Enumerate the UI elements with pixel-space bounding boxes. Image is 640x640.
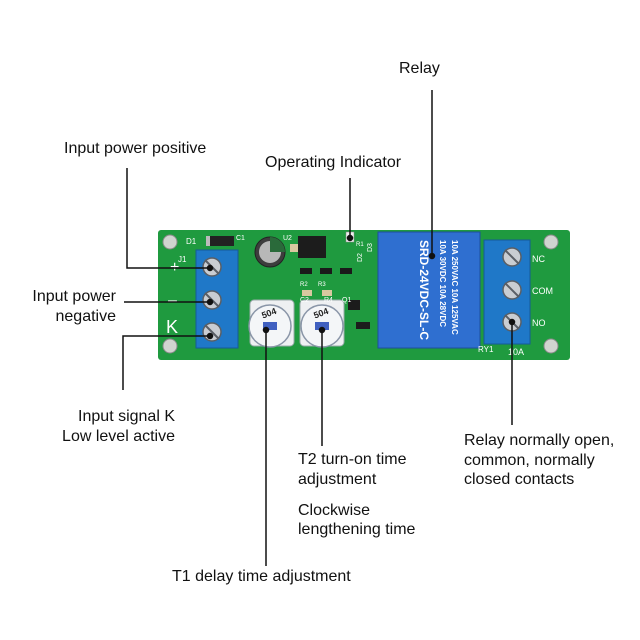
smd-part: [322, 290, 332, 296]
relay-model: SRD-24VDC-SL-C: [417, 240, 431, 340]
ic-u2: [298, 236, 326, 258]
silk-com: COM: [532, 286, 553, 296]
silk-10a: 10A: [508, 347, 524, 357]
mounting-hole: [543, 234, 559, 250]
transistor-q1: [348, 300, 360, 310]
leader-signal-dot: [206, 332, 214, 340]
label-input-signal-2: Low level active: [62, 428, 175, 445]
silk-d2: D2: [357, 253, 364, 262]
label-t2-2: adjustment: [298, 471, 377, 488]
silk-r2: R2: [300, 282, 308, 288]
diode-d2: [356, 322, 370, 329]
silk-d3: D3: [367, 243, 374, 252]
relay-body: [377, 231, 481, 349]
silk-k: K: [166, 317, 178, 337]
silk-d1: D1: [186, 237, 197, 246]
label-input-power-negative-2: negative: [55, 308, 117, 325]
silk-no: NO: [532, 318, 546, 328]
screw-slot: [504, 249, 520, 265]
label-operating-indicator: Operating Indicator: [265, 154, 402, 171]
leader-relay-dot: [428, 252, 436, 260]
diode-d1: [206, 236, 234, 246]
label-relay-contacts-2: common, normally: [464, 452, 595, 469]
diode-band: [206, 236, 210, 246]
silk-r3: R3: [318, 282, 326, 288]
leader-contacts-dot: [508, 318, 516, 326]
pot-right-slot: [315, 322, 329, 330]
label-clockwise-2: lengthening time: [298, 521, 416, 538]
leader-t1-dot: [262, 326, 270, 334]
silk-u2: U2: [283, 235, 292, 242]
label-relay-contacts-1: Relay normally open,: [464, 432, 615, 449]
smd-part: [290, 244, 304, 252]
silk-q1: Q1: [342, 297, 351, 304]
pot-right-value: 504: [312, 306, 330, 321]
smd-part: [302, 290, 312, 296]
silk-j1: J1: [178, 255, 187, 264]
mounting-hole: [543, 338, 559, 354]
label-input-power-positive: Input power positive: [64, 140, 207, 157]
silk-c1: C1: [236, 235, 245, 242]
capacitor-stripe: [270, 237, 285, 252]
leader-indicator-dot: [346, 234, 354, 242]
leader-signal: [122, 335, 210, 390]
relay-rating-2: 10A 30VDC 10A 28VDC: [438, 240, 447, 327]
label-clockwise-1: Clockwise: [298, 502, 371, 519]
leader-positive: [126, 168, 210, 269]
leader-negative-dot: [206, 298, 214, 306]
mounting-hole: [162, 234, 178, 250]
screw-slot: [204, 324, 220, 340]
silk-ry1: RY1: [478, 345, 494, 354]
silk-r1: R1: [356, 242, 364, 248]
leader-t2-dot: [318, 326, 326, 334]
label-t2-1: T2 turn-on time: [298, 451, 407, 468]
mounting-hole: [162, 338, 178, 354]
smd-part: [300, 268, 312, 274]
silk-minus: –: [168, 292, 177, 309]
label-relay: Relay: [399, 60, 440, 77]
relay-rating-1: 10A 250VAC 10A 125VAC: [450, 240, 459, 335]
smd-part: [340, 268, 352, 274]
label-input-signal-1: Input signal K: [78, 408, 175, 425]
screw-slot: [504, 282, 520, 298]
silk-c2: C2: [300, 297, 309, 304]
smd-part: [320, 268, 332, 274]
label-t1: T1 delay time adjustment: [172, 568, 351, 585]
pot-left-slot: [263, 322, 277, 330]
label-relay-contacts-3: closed contacts: [464, 471, 575, 488]
label-input-power-negative-1: Input power: [32, 288, 116, 305]
silk-nc: NC: [532, 254, 545, 264]
leader-positive-dot: [206, 264, 214, 272]
pot-left-value: 504: [260, 306, 278, 321]
silk-r4: R4: [324, 297, 333, 304]
